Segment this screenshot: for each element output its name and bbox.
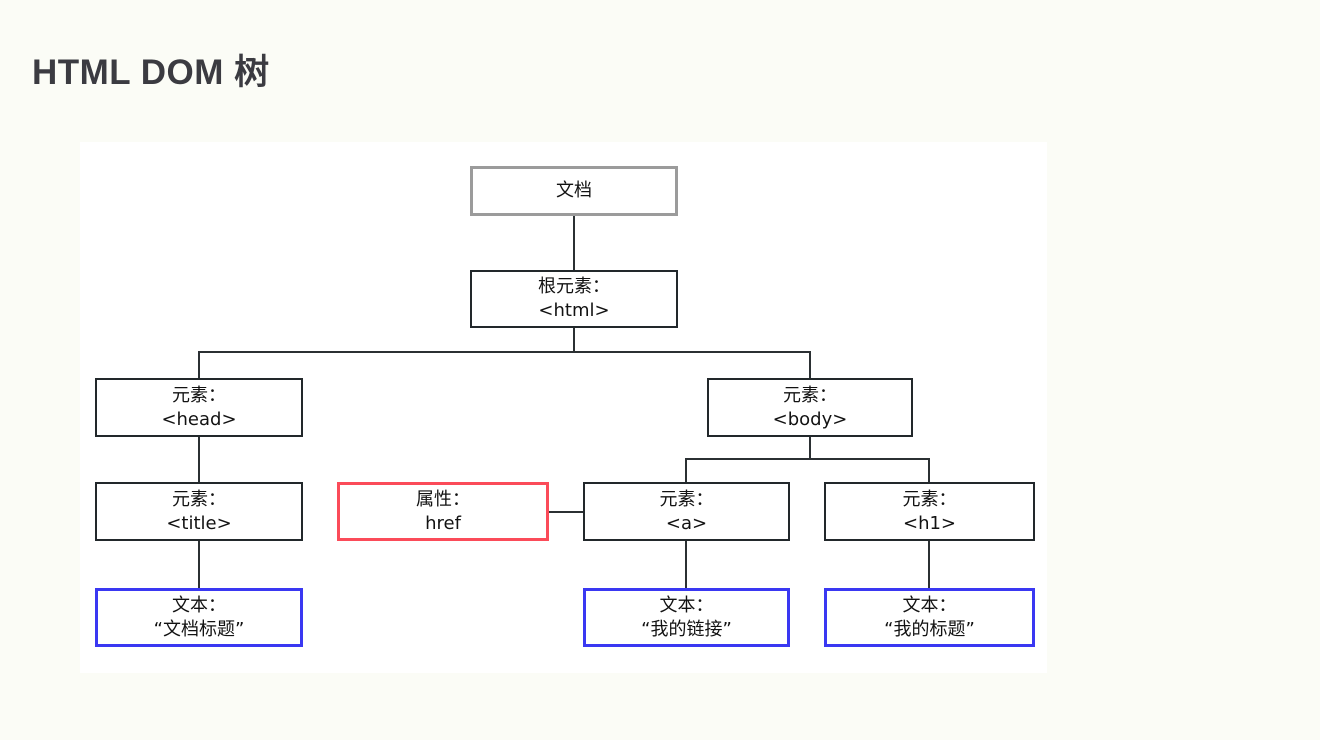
edge-html-head-drop	[198, 351, 200, 378]
node-anchor[interactable]: 元素： <a>	[583, 482, 790, 541]
edge-heading-text	[928, 541, 930, 588]
node-html-line1: 根元素：	[538, 276, 610, 298]
node-text-heading[interactable]: 文本： “我的标题”	[824, 588, 1035, 647]
node-attribute-href-line2: href	[425, 512, 461, 534]
node-attribute-href-line1: 属性：	[416, 488, 470, 510]
edge-html-stem	[573, 328, 575, 352]
edge-anchor-text	[685, 541, 687, 588]
node-body-line1: 元素：	[783, 384, 837, 406]
node-text-link[interactable]: 文本： “我的链接”	[583, 588, 790, 647]
node-document[interactable]: 文档	[470, 166, 678, 216]
edge-body-anchor-drop	[685, 458, 687, 482]
node-title-line2: <title>	[166, 512, 232, 534]
node-text-title[interactable]: 文本： “文档标题”	[95, 588, 303, 647]
edge-attribute-anchor	[549, 511, 583, 513]
node-title-line1: 元素：	[172, 488, 226, 510]
node-text-heading-line1: 文本：	[902, 594, 957, 616]
node-attribute-href[interactable]: 属性： href	[337, 482, 549, 541]
edge-html-split-bar	[198, 351, 810, 353]
node-body[interactable]: 元素： <body>	[707, 378, 913, 437]
node-head-line2: <head>	[161, 408, 237, 430]
node-head-line1: 元素：	[172, 384, 226, 406]
edge-title-text	[198, 541, 200, 588]
node-heading[interactable]: 元素： <h1>	[824, 482, 1035, 541]
node-heading-line2: <h1>	[902, 512, 957, 534]
edge-body-split-bar	[685, 458, 930, 460]
dom-tree-diagram: 文档 根元素： <html> 元素： <head> 元素： <body> 元素：…	[80, 142, 1047, 673]
node-heading-line1: 元素：	[902, 488, 957, 510]
node-html-line2: <html>	[538, 300, 610, 321]
node-text-link-line2: “我的链接”	[641, 618, 732, 640]
node-anchor-line2: <a>	[665, 512, 708, 534]
node-title[interactable]: 元素： <title>	[95, 482, 303, 541]
edge-document-html	[573, 216, 575, 270]
node-html[interactable]: 根元素： <html>	[470, 270, 678, 328]
edge-body-stem	[809, 437, 811, 459]
node-head[interactable]: 元素： <head>	[95, 378, 303, 437]
node-document-line1: 文档	[556, 180, 592, 202]
edge-head-title	[198, 437, 200, 482]
node-text-link-line1: 文本：	[659, 594, 714, 616]
node-body-line2: <body>	[772, 408, 848, 430]
node-text-title-line2: “文档标题”	[153, 618, 245, 640]
page-title: HTML DOM 树	[32, 53, 270, 92]
node-anchor-line1: 元素：	[659, 488, 714, 510]
node-text-title-line1: 文本：	[172, 594, 226, 616]
node-text-heading-line2: “我的标题”	[884, 618, 975, 640]
edge-html-body-drop	[809, 351, 811, 378]
edge-body-heading-drop	[928, 458, 930, 482]
